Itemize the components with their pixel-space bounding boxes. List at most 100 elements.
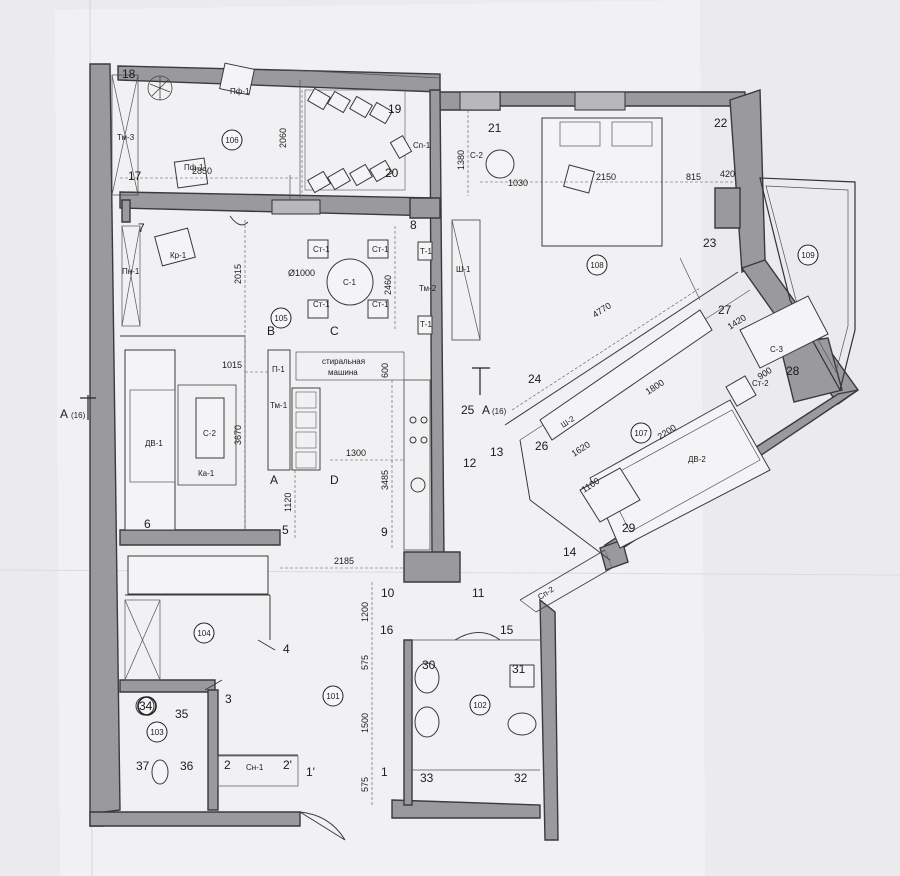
chair-st1 bbox=[367, 299, 389, 319]
windows bbox=[271, 69, 626, 215]
chair-st1 bbox=[367, 239, 389, 259]
room-marker bbox=[221, 129, 243, 151]
dimension-text: 815 bbox=[686, 172, 701, 182]
cabinet-tm3-cross bbox=[111, 74, 139, 196]
furniture-label: стиральная bbox=[322, 357, 365, 366]
furniture-label: Пф-1 bbox=[230, 87, 250, 96]
room-marker bbox=[586, 254, 608, 276]
furniture-label: Ст-1 bbox=[372, 245, 389, 254]
tm1-drawer bbox=[295, 391, 317, 409]
dimension-text: 2185 bbox=[334, 556, 354, 566]
point-label: D bbox=[330, 473, 339, 487]
window bbox=[574, 91, 626, 111]
chair-s2 bbox=[485, 149, 515, 179]
dimension-text: 575 bbox=[360, 777, 370, 792]
point-label: 7 bbox=[138, 221, 145, 235]
armchair-kr1 bbox=[154, 227, 196, 267]
dimension-text: 1120 bbox=[283, 493, 293, 512]
sofa-dv1 bbox=[124, 349, 176, 531]
hob-burner bbox=[420, 436, 428, 444]
wardrobe-cross bbox=[124, 599, 161, 681]
point-label: 23 bbox=[703, 236, 717, 250]
table-s1 bbox=[326, 258, 374, 306]
furniture-label: Кр-1 bbox=[170, 251, 187, 260]
balcony-109-inner bbox=[765, 185, 849, 373]
tm1-drawer bbox=[295, 451, 317, 469]
room-103-label: 103 bbox=[150, 728, 164, 737]
sink-icon bbox=[410, 477, 426, 493]
kitchen-counter bbox=[403, 379, 431, 551]
point-label: 29 bbox=[622, 521, 636, 535]
furniture-label: ДВ-2 bbox=[688, 455, 706, 464]
point-label: A bbox=[270, 473, 278, 487]
pier-7 bbox=[121, 199, 131, 223]
dimension-text: 420 bbox=[720, 169, 735, 179]
point-label: 13 bbox=[490, 445, 504, 459]
furniture-label: С-3 bbox=[770, 345, 783, 354]
column-9-10 bbox=[403, 551, 461, 583]
dimension-text: 1500 bbox=[360, 713, 370, 733]
furniture-label: Ст-1 bbox=[313, 245, 330, 254]
dimension-text: 1380 bbox=[456, 150, 466, 170]
wc-north-wall bbox=[119, 679, 216, 693]
point-label: 34 bbox=[139, 699, 153, 713]
pillow bbox=[559, 121, 601, 147]
chair-st2 bbox=[725, 375, 757, 407]
section-label: А bbox=[482, 403, 490, 417]
pier-bedroom-window bbox=[714, 187, 741, 229]
point-label: 11 bbox=[472, 586, 485, 600]
doors bbox=[204, 215, 501, 841]
room-marker bbox=[146, 721, 168, 743]
bed-throw bbox=[562, 164, 596, 194]
dimension-text: 3485 bbox=[380, 470, 390, 490]
point-label: 16 bbox=[380, 623, 394, 637]
point-label: 27 bbox=[718, 303, 732, 317]
point-label: 37 bbox=[136, 759, 150, 773]
point-label: 22 bbox=[714, 116, 728, 130]
stool-t1 bbox=[417, 241, 433, 261]
point-label: 5 bbox=[282, 523, 289, 537]
cabinet-p1 bbox=[267, 349, 291, 471]
point-label: 35 bbox=[175, 707, 189, 721]
room105-furniture bbox=[121, 219, 481, 551]
furniture-label: Пф-1 bbox=[184, 163, 204, 172]
pillow bbox=[611, 121, 653, 147]
bath-door-icon bbox=[454, 632, 501, 641]
room-109-label: 109 bbox=[801, 251, 815, 260]
point-label: 21 bbox=[488, 121, 502, 135]
washbasin-icon bbox=[414, 662, 440, 694]
dimension-text: 1030 bbox=[508, 178, 528, 188]
wc-east-wall bbox=[207, 689, 219, 811]
cabinet-pn1 bbox=[121, 225, 141, 327]
room107-furniture bbox=[539, 295, 829, 549]
point-label: 3 bbox=[225, 692, 232, 706]
cabinet-tm3 bbox=[111, 74, 139, 196]
window-line bbox=[289, 69, 441, 79]
room-marker bbox=[193, 622, 215, 644]
sh1-cross bbox=[451, 219, 481, 341]
east-wall-bath bbox=[539, 598, 559, 841]
section-marker bbox=[80, 367, 490, 420]
furniture-label: Тм-2 bbox=[419, 284, 437, 293]
furniture-label: Сн-1 bbox=[246, 763, 264, 772]
lounge-chair-pf1 bbox=[173, 157, 209, 189]
washer-zone bbox=[295, 351, 405, 381]
point-label: 6 bbox=[144, 517, 151, 531]
shoe-cabinet-box bbox=[217, 755, 299, 787]
wc-toilet-icon bbox=[151, 759, 169, 785]
desk-s3 bbox=[739, 295, 829, 369]
furniture-label: Пн-1 bbox=[122, 267, 140, 276]
section-label: А bbox=[60, 407, 68, 421]
washbasin-icon bbox=[414, 706, 440, 738]
room-105-label: 105 bbox=[274, 314, 288, 323]
cabinet-pn1-cross bbox=[121, 225, 141, 327]
wardrobe-104 bbox=[127, 555, 269, 595]
furniture-label: Сп-1 bbox=[413, 141, 431, 150]
point-label: 28 bbox=[786, 364, 800, 378]
room-marker bbox=[469, 694, 491, 716]
sofa-dv2 bbox=[589, 399, 771, 549]
toilet-icon bbox=[507, 712, 537, 736]
room-markers bbox=[137, 129, 819, 743]
chair-st1 bbox=[307, 239, 329, 259]
table-s2 bbox=[195, 397, 225, 459]
